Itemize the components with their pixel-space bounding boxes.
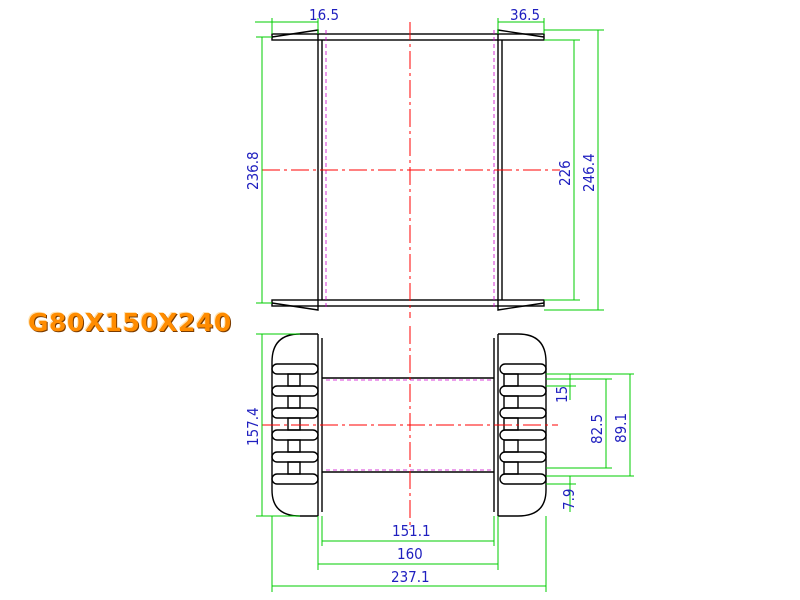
dim-top-left-flange: 16.5 bbox=[309, 6, 339, 24]
right-pin-post bbox=[503, 417, 519, 431]
right-pin-post bbox=[503, 439, 519, 453]
lower-flange-right-taper bbox=[497, 300, 545, 311]
upper-flange-right-taper bbox=[497, 29, 545, 40]
left-pin-post bbox=[287, 461, 301, 475]
right-pin-slot bbox=[499, 385, 547, 397]
dim-inner-width: 151.1 bbox=[392, 522, 431, 540]
dim-inner-height: 226 bbox=[556, 160, 574, 186]
dim-outer-height: 246.4 bbox=[580, 153, 598, 192]
right-pin-post bbox=[503, 461, 519, 475]
upper-flange-left-taper bbox=[271, 29, 319, 40]
left-pin-post bbox=[287, 417, 301, 431]
right-pin-slot bbox=[499, 407, 547, 419]
left-pin-slot bbox=[271, 407, 319, 419]
right-pin-post bbox=[503, 373, 519, 387]
model-label: G80X150X240 bbox=[28, 308, 232, 337]
top-flange-lower bbox=[271, 299, 545, 307]
left-pin-post bbox=[287, 373, 301, 387]
right-pin-slot bbox=[499, 429, 547, 441]
right-pin-slot bbox=[499, 473, 547, 485]
bottom-view-dimensions: 157.4 15 82.5 89.1 7.9 151.1 160 bbox=[244, 333, 634, 592]
top-flange-upper bbox=[271, 33, 545, 41]
left-pin-post bbox=[287, 439, 301, 453]
right-pin-slots bbox=[499, 363, 547, 485]
left-pin-slots bbox=[271, 363, 319, 485]
dim-body-width: 160 bbox=[397, 545, 423, 563]
dim-pin-spacing: 15 bbox=[553, 386, 571, 403]
left-pin-slot bbox=[271, 451, 319, 463]
dim-pin-width: 7.9 bbox=[560, 489, 578, 510]
left-pin-post bbox=[287, 395, 301, 409]
lower-flange-left-taper bbox=[271, 300, 319, 311]
dim-total-width: 237.1 bbox=[391, 568, 430, 586]
right-pin-post bbox=[503, 395, 519, 409]
left-pin-slot bbox=[271, 429, 319, 441]
dim-pin-span-outer: 89.1 bbox=[612, 413, 630, 443]
dim-bottom-height: 157.4 bbox=[244, 407, 262, 446]
left-pin-slot bbox=[271, 363, 319, 375]
dim-left-height: 236.8 bbox=[244, 151, 262, 190]
top-view-dimensions: 16.5 36.5 236.8 226 246.4 bbox=[244, 6, 604, 311]
right-pin-slot bbox=[499, 451, 547, 463]
right-pin-slot bbox=[499, 363, 547, 375]
right-flange bbox=[498, 333, 547, 517]
bottom-view bbox=[262, 326, 558, 530]
left-pin-slot bbox=[271, 385, 319, 397]
dim-top-right-flange: 36.5 bbox=[510, 6, 540, 24]
dim-pin-span-inner: 82.5 bbox=[588, 414, 606, 444]
left-flange bbox=[271, 333, 318, 517]
top-view bbox=[262, 22, 560, 318]
left-pin-slot bbox=[271, 473, 319, 485]
